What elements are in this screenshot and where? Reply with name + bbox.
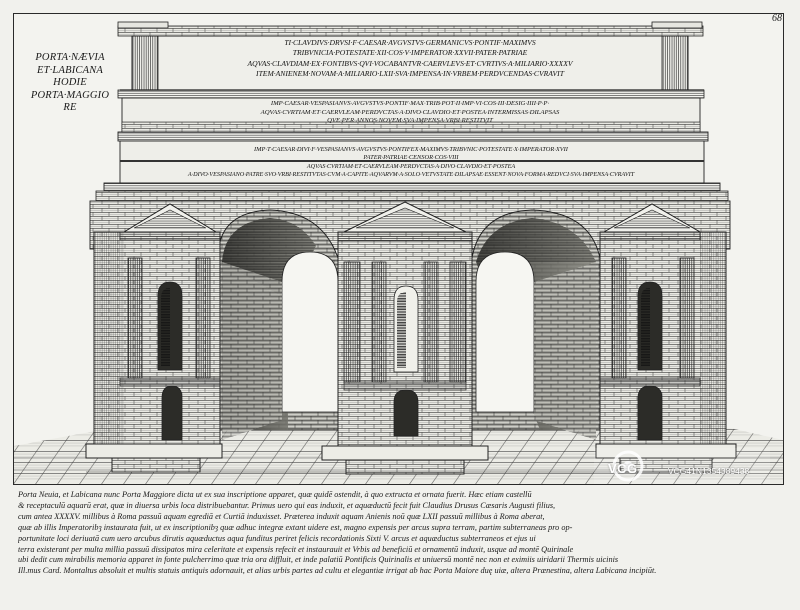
inscription-line: IMP·T·CAESAR·DIVI·F·VESPASIANVS·AVGVSTVS… xyxy=(254,146,568,153)
description-line: cum antea XXXXV. millibus à Roma passuū … xyxy=(18,511,545,521)
inscription-line: AQVAS·CVRTIAM·ET·CAERVLEAM·PERDVCTAS·A·D… xyxy=(260,108,560,116)
description-line: quæ ab illis Imperatoribȝ instaurata fui… xyxy=(18,522,573,532)
inscription-line: PATER·PATRIAE·CENSOR·COS·VIII xyxy=(363,154,459,162)
caption-line: ET·LABICANA xyxy=(36,64,104,76)
inscription-line: IMP·CAESAR·VESPASIANVS·AVGVSTVS·PONTIF·M… xyxy=(270,100,550,107)
caption-line: RE xyxy=(63,102,77,113)
description-line: & receptaculū aquarū erat, quæ in diuers… xyxy=(18,500,556,510)
description-line: portunitate loci deriuatā cum uero arcub… xyxy=(18,533,536,543)
attic-lower-band xyxy=(95,140,729,202)
center-aedicula xyxy=(321,201,489,475)
right-aedicula xyxy=(595,203,737,473)
right-archway xyxy=(471,209,601,440)
inscription-line: ITEM·ANIENEM·NOVAM·A·MILIARIO·LXII·SVA·I… xyxy=(256,69,564,79)
page-number: 68 xyxy=(772,13,782,24)
watermark-logo xyxy=(594,448,770,484)
caption-line: PORTA·NÆVIA xyxy=(35,52,105,63)
watermark-id: VCG41N1354389438 xyxy=(668,466,750,476)
inscription-line: QVE·PER·ANNOS·NOVEM·SVA·IMPENSA·VRBI·RES… xyxy=(327,117,493,125)
inscription-claudius: TI·CLAVDIVS·DRVSI·F·CAESAR·AVGVSTVS·GERM… xyxy=(150,38,670,80)
caption-line: PORTA·MAGGIO xyxy=(30,89,110,101)
inscription-line: AQVAS·CVRTIAM·ET·CAERVLEAM·PERDVCTAS·A·D… xyxy=(306,163,516,170)
inscription-vespasian: IMP·CAESAR·VESPASIANVS·AVGVSTVS·PONTIF·M… xyxy=(130,100,690,126)
left-aedicula xyxy=(85,203,223,473)
description-line: ubi dedit cum mirabilis memoria apparet … xyxy=(18,555,619,565)
description-line: terra existerant per multa millia passuū… xyxy=(18,544,574,554)
left-archway xyxy=(217,209,339,440)
plate-caption: PORTA·NÆVIA ET·LABICANA HODIE PORTA·MAGG… xyxy=(18,52,122,115)
watermark-brand: VCG xyxy=(608,461,638,476)
inscription-line: A·DIVO·VESPASIANO·PATRE·SVO·VRBI·RESTITV… xyxy=(187,171,635,178)
description-line: Ill.mus Card. Montaltus absoluit et mult… xyxy=(18,566,657,576)
inscription-line: TI·CLAVDIVS·DRVSI·F·CAESAR·AVGVSTVS·GERM… xyxy=(284,38,536,47)
caption-line: HODIE xyxy=(53,77,87,88)
description-text: Porta Neuia, et Labicana nunc Porta Magg… xyxy=(18,490,790,577)
inscription-titus-lower: AQVAS·CVRTIAM·ET·CAERVLEAM·PERDVCTAS·A·D… xyxy=(126,163,696,179)
inscription-line: TRIBVNICIA·POTESTATE·XII·COS·V·IMPERATOR… xyxy=(292,48,528,58)
inscription-titus-upper: IMP·T·CAESAR·DIVI·F·VESPASIANVS·AVGVSTVS… xyxy=(126,146,696,163)
description-line: Porta Neuia, et Labicana nunc Porta Magg… xyxy=(18,490,532,499)
inscription-line: AQVAS·CLAVDIAM·EX·FONTIBVS·QVI·VOCABANTV… xyxy=(247,58,573,68)
attic-middle-band xyxy=(117,89,709,142)
